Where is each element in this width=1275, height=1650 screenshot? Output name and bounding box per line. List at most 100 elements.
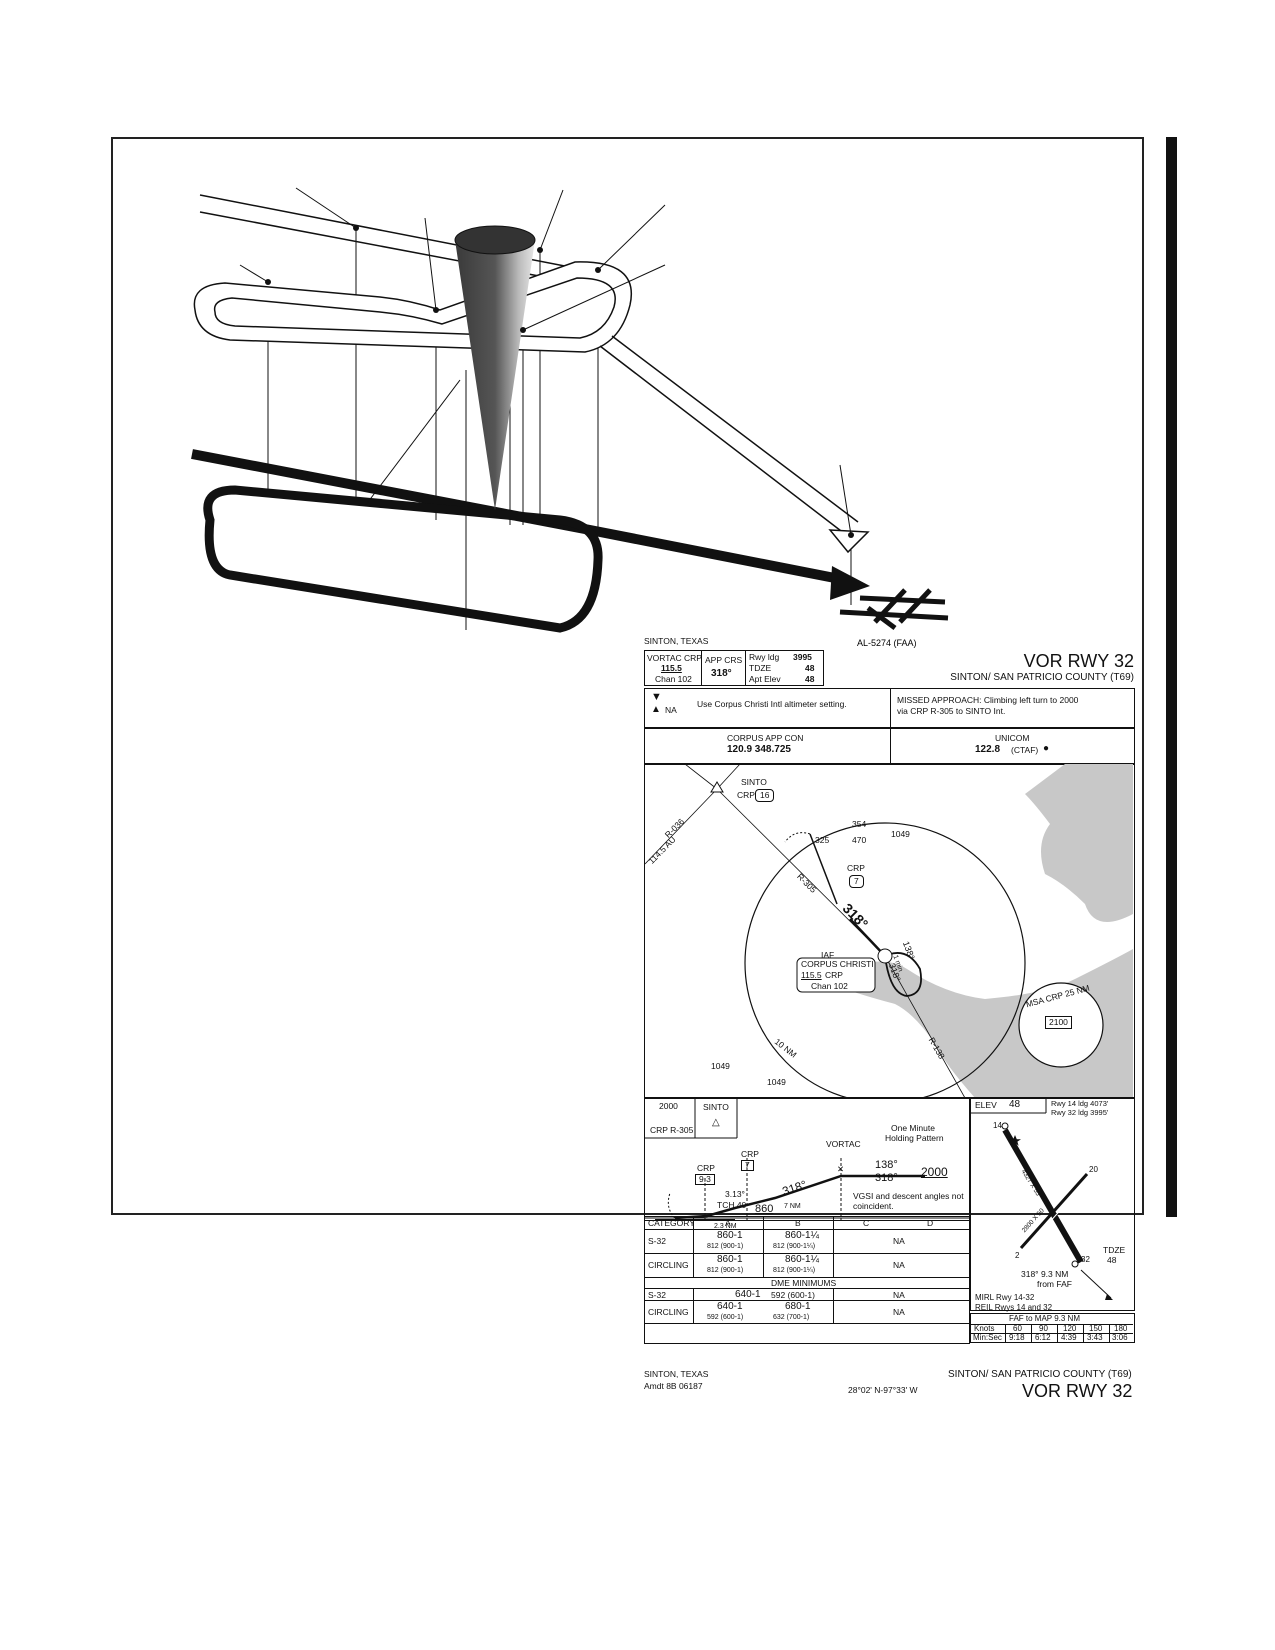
timing-box: FAF to MAP 9.3 NM Knots 60 90 120 150 18… bbox=[970, 1313, 1135, 1343]
alternate-na: NA bbox=[665, 705, 677, 715]
knots-value: 60 bbox=[1013, 1324, 1022, 1333]
altimeter-note: Use Corpus Christi Intl altimeter settin… bbox=[697, 699, 847, 709]
minima-header-category: CATEGORY bbox=[648, 1218, 695, 1228]
elev-value: 48 bbox=[1009, 1099, 1021, 1110]
footer-coords: 28°02' N-97°33' W bbox=[848, 1385, 918, 1395]
crp-7-dme: 7 bbox=[741, 1160, 754, 1171]
obstacle-1049-b: 1049 bbox=[711, 1061, 730, 1071]
faf-from: from FAF bbox=[1037, 1279, 1072, 1289]
footer-airport: SINTON/ SAN PATRICIO COUNTY (T69) bbox=[948, 1369, 1132, 1380]
knots-value: 120 bbox=[1063, 1324, 1077, 1333]
nav-freq: 115.5 bbox=[661, 663, 682, 673]
dme-minimums-header: DME MINIMUMS bbox=[771, 1278, 837, 1288]
rwy-14-num: 14 bbox=[993, 1121, 1002, 1130]
missed-approach-line1: MISSED APPROACH: Climbing left turn to 2… bbox=[897, 695, 1079, 705]
takeoff-symbol: ▼ bbox=[651, 691, 662, 703]
mirl-note: MIRL Rwy 14-32 bbox=[975, 1293, 1035, 1302]
app-con-label: CORPUS APP CON bbox=[727, 733, 804, 743]
minima-value: 812 (900-1) bbox=[707, 1243, 744, 1250]
apt-elev: 48 bbox=[805, 674, 815, 684]
minima-value: 592 (600-1) bbox=[707, 1314, 744, 1321]
missed-approach-track bbox=[809, 833, 838, 905]
app-crs-label: APP CRS bbox=[705, 655, 743, 665]
profile-alt-2000: 2000 bbox=[921, 1165, 948, 1179]
minima-row-category: CIRCLING bbox=[648, 1307, 689, 1317]
profile-alt-860: 860 bbox=[755, 1203, 774, 1215]
minima-value: NA bbox=[893, 1290, 905, 1300]
tdze-diagram-label: TDZE bbox=[1103, 1245, 1126, 1255]
ten-nm-ring bbox=[744, 822, 1026, 1098]
time-value: 3:43 bbox=[1087, 1333, 1103, 1342]
profile-view: 2000 CRP R-305 SINTO △ CRP 9.3 CRP 7 VOR… bbox=[644, 1097, 970, 1221]
sinto-profile: SINTO bbox=[703, 1102, 729, 1112]
timing-header: FAF to MAP 9.3 NM bbox=[1009, 1314, 1080, 1323]
vortac-profile-icon: ✕ bbox=[837, 1164, 845, 1174]
holding-pattern-label: Holding Pattern bbox=[885, 1133, 944, 1143]
plan-view: SINTO CRP 16 R-036 114.5 AU R-305 R-138 … bbox=[644, 763, 1135, 1099]
sinto-crp: CRP bbox=[737, 790, 755, 800]
vor-cone bbox=[455, 240, 535, 510]
facility-chan: Chan 102 bbox=[811, 981, 848, 991]
tdze-label: TDZE bbox=[749, 663, 772, 673]
minima-row-category: S-32 bbox=[648, 1290, 666, 1300]
faf-bearing: 318° 9.3 NM bbox=[1021, 1269, 1069, 1279]
dist-2-3: 2.3 NM bbox=[714, 1223, 737, 1230]
lighting-icon: ● bbox=[1043, 743, 1050, 754]
vortac-profile: VORTAC bbox=[826, 1139, 861, 1149]
minima-header-c: C bbox=[863, 1218, 870, 1228]
hold-fix: CRP R-305 bbox=[650, 1125, 694, 1135]
comms-section: CORPUS APP CON 120.9 348.725 UNICOM 122.… bbox=[644, 727, 1135, 765]
sinto-profile-icon: △ bbox=[712, 1117, 720, 1128]
minima-value: 860-1¼ bbox=[785, 1254, 819, 1265]
time-value: 4:39 bbox=[1061, 1333, 1077, 1342]
minima-value: NA bbox=[893, 1236, 905, 1246]
minima-value: NA bbox=[893, 1307, 905, 1317]
time-value: 3:06 bbox=[1112, 1333, 1128, 1342]
facility-box bbox=[796, 957, 876, 993]
obstacle-1049-a: 1049 bbox=[891, 829, 910, 839]
rwy-32-ldg: Rwy 32 ldg 3995' bbox=[1051, 1108, 1109, 1117]
dist-7: 7 NM bbox=[784, 1203, 801, 1210]
rwy-ldg-label: Rwy ldg bbox=[749, 652, 780, 662]
runway-14-32 bbox=[1002, 1128, 1084, 1264]
vgsi-note-1: VGSI and descent angles not bbox=[853, 1191, 964, 1201]
descent-ribbon bbox=[599, 335, 859, 535]
minima-value: 640-1 bbox=[717, 1301, 743, 1312]
app-con-freqs: 120.9 348.725 bbox=[727, 744, 791, 755]
minima-header-a: A bbox=[725, 1218, 731, 1228]
iaf-label: IAF bbox=[821, 950, 835, 960]
obstacle-325: 325 bbox=[815, 835, 830, 845]
plate-title: VOR RWY 32 bbox=[1023, 651, 1134, 671]
plate-location: SINTON, TEXAS bbox=[644, 636, 709, 646]
profile-crs-138: 138° bbox=[875, 1159, 898, 1171]
crp7-dme: 7 bbox=[849, 875, 864, 888]
tdze-diagram-value: 48 bbox=[1107, 1255, 1117, 1265]
minima-row-category: S-32 bbox=[648, 1236, 666, 1246]
minima-value: 592 (600-1) bbox=[771, 1290, 815, 1300]
rwy-14-ldg: Rwy 14 ldg 4073' bbox=[1051, 1099, 1109, 1108]
runway-symbol bbox=[839, 588, 949, 631]
notes-section: ▼ ▲ NA Use Corpus Christi Intl altimeter… bbox=[644, 688, 1135, 729]
ground-holding-pattern bbox=[203, 485, 603, 633]
tch: TCH 40 bbox=[717, 1200, 747, 1210]
minima-value: 860-1 bbox=[717, 1230, 743, 1241]
minima-header-b: B bbox=[795, 1218, 801, 1228]
rwy-20-num: 20 bbox=[1089, 1165, 1098, 1174]
sinto-dme: 16 bbox=[755, 789, 775, 802]
hold-altitude: 2000 bbox=[659, 1101, 678, 1111]
runway-2-20 bbox=[1019, 1173, 1089, 1249]
crp-9-dme: 9.3 bbox=[695, 1174, 715, 1185]
apt-elev-label: Apt Elev bbox=[749, 674, 781, 684]
time-label: Min:Sec bbox=[973, 1333, 1002, 1342]
unicom-freq: 122.8 bbox=[975, 744, 1001, 755]
nav-chan: Chan 102 bbox=[655, 674, 692, 684]
facility-name: CORPUS CHRISTI bbox=[801, 959, 874, 969]
airport-diagram: ELEV 48 Rwy 14 ldg 4073' Rwy 32 ldg 3995… bbox=[970, 1097, 1135, 1312]
nav-label: VORTAC CRP bbox=[647, 653, 702, 663]
page-edge-bar bbox=[1166, 137, 1177, 1217]
figure-id: AL-5274 (FAA) bbox=[857, 638, 917, 648]
vgsi-note-2: coincident. bbox=[853, 1201, 894, 1211]
crp7-label: CRP bbox=[847, 863, 865, 873]
plate-airport: SINTON/ SAN PATRICIO COUNTY (T69) bbox=[950, 672, 1134, 683]
minima-value: 860-1 bbox=[717, 1254, 743, 1265]
